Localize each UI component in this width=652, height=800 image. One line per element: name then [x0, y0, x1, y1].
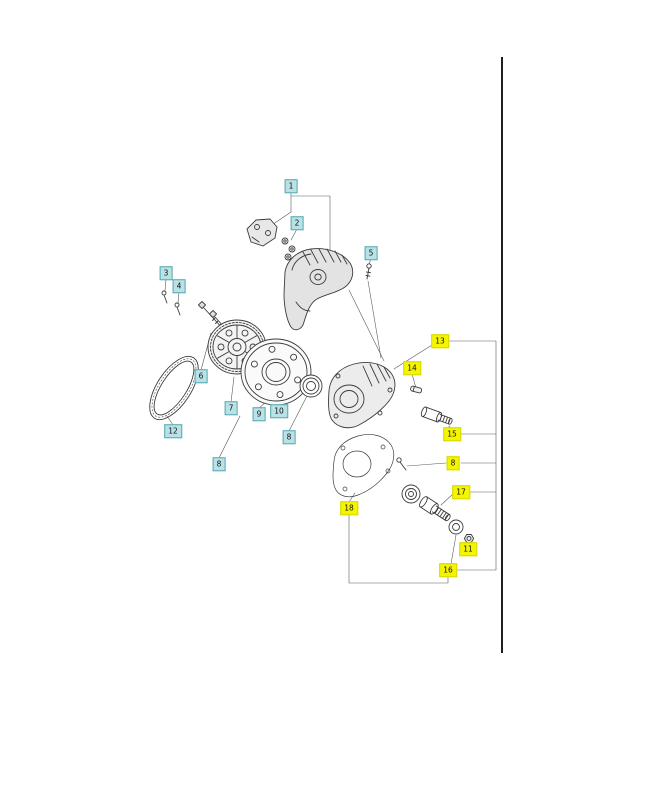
part-callout-13-highlighted[interactable]: 13: [431, 334, 449, 348]
page-divider-line: [501, 57, 503, 653]
part-callout-1[interactable]: 1: [284, 179, 298, 193]
part-callout-7[interactable]: 7: [224, 401, 238, 415]
part-callout-8[interactable]: 8: [282, 430, 296, 444]
part-nut-set: [281, 237, 296, 261]
part-screw-gasket: [396, 457, 407, 471]
part-callout-5[interactable]: 5: [364, 246, 378, 260]
part-callout-4[interactable]: 4: [172, 279, 186, 293]
part-washer: [448, 519, 464, 535]
part-callout-17-highlighted[interactable]: 17: [452, 485, 470, 499]
part-top-cover: [283, 248, 354, 331]
part-callout-14-highlighted[interactable]: 14: [403, 361, 421, 375]
part-callout-2[interactable]: 2: [290, 216, 304, 230]
part-v-belt: [149, 355, 199, 421]
part-callout-16-highlighted[interactable]: 16: [439, 563, 457, 577]
part-callout-8-highlighted[interactable]: 8: [446, 456, 460, 470]
part-shaft: [420, 406, 453, 425]
part-callout-6[interactable]: 6: [194, 369, 208, 383]
part-screw-top: [365, 263, 372, 280]
part-callout-9[interactable]: 9: [252, 407, 266, 421]
part-callout-15-highlighted[interactable]: 15: [443, 427, 461, 441]
part-bearing: [299, 374, 323, 398]
part-right-cover: [328, 362, 396, 429]
part-gasket: [332, 434, 395, 498]
part-shoulder-bolt: [419, 496, 451, 522]
part-bracket-plate: [246, 218, 278, 247]
part-screw-left-a: [161, 290, 168, 304]
part-callout-11-highlighted[interactable]: 11: [459, 542, 477, 556]
part-callout-8[interactable]: 8: [212, 457, 226, 471]
part-pin: [410, 385, 423, 394]
part-callout-3[interactable]: 3: [159, 266, 173, 280]
part-callout-18-highlighted[interactable]: 18: [340, 501, 358, 515]
part-hex-bolt: [463, 534, 475, 543]
part-callout-12[interactable]: 12: [164, 424, 182, 438]
part-flange-plate: [240, 338, 312, 406]
part-screw-left-b: [174, 302, 181, 316]
part-callout-10[interactable]: 10: [270, 404, 288, 418]
part-collar: [401, 484, 421, 504]
